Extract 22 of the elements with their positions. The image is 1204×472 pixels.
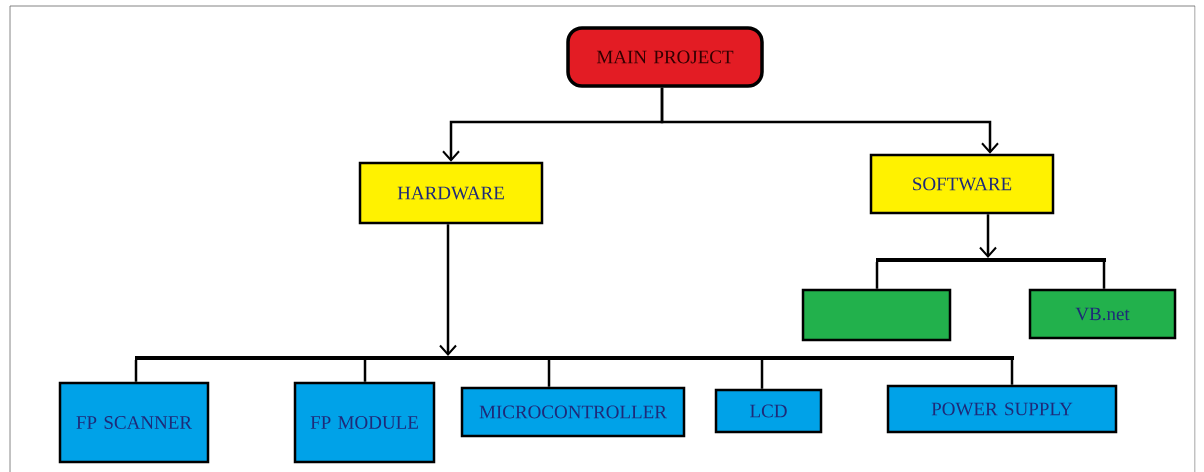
component-box: MICROCONTROLLER <box>460 386 686 438</box>
connector-line <box>134 360 138 382</box>
component-box: FP SCANNER <box>58 381 210 464</box>
connector-line <box>363 360 367 382</box>
category-box: SOFTWARE <box>869 153 1055 215</box>
category-box: HARDWARE <box>358 161 544 225</box>
title-box: MAIN PROJECT <box>566 26 764 88</box>
connector-arrow <box>439 224 457 356</box>
connector-line <box>1010 360 1014 385</box>
connector-arrow <box>660 87 999 154</box>
connector-line <box>1102 262 1106 289</box>
component-box: FP MODULE <box>293 381 436 464</box>
connector-line <box>760 360 764 389</box>
connector-line <box>875 262 879 289</box>
software-box <box>801 288 952 342</box>
connector-arrow <box>979 214 997 258</box>
bus-bar <box>876 258 1106 262</box>
bus-bar <box>135 356 1014 360</box>
software-box: VB.net <box>1028 288 1177 340</box>
component-box: POWER SUPPLY <box>886 384 1118 434</box>
component-box: LCD <box>714 388 823 434</box>
connector-line <box>547 360 551 387</box>
